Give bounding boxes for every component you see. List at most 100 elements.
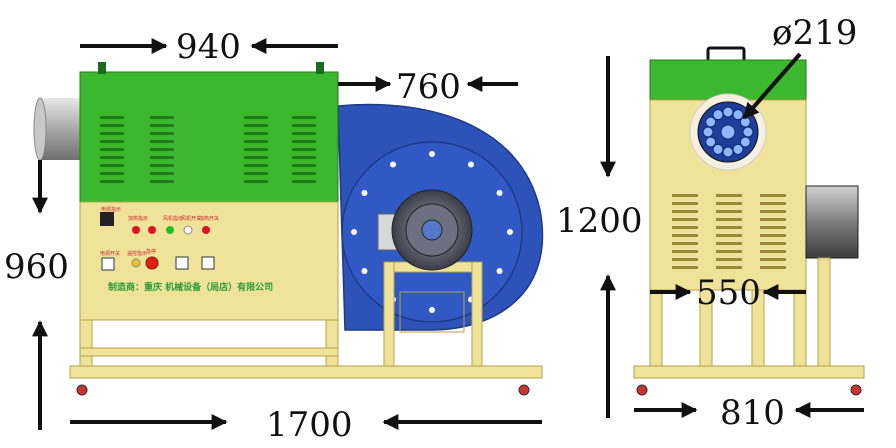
dim-height-front: 960: [4, 247, 69, 287]
vent-slat: [760, 242, 786, 245]
dim-fan-width: 760: [396, 67, 461, 107]
power-switch: [101, 257, 115, 271]
front-casters: [76, 384, 530, 396]
vent-slat: [716, 266, 742, 269]
vent-slat: [760, 258, 786, 261]
fan-motor: [377, 189, 473, 271]
vent-slat: [672, 226, 698, 229]
dim-front-width: 940: [176, 27, 241, 67]
vent-slat: [244, 164, 268, 167]
heater-tube: [712, 109, 724, 121]
vent-slat: [244, 124, 268, 127]
heater-tube: [722, 106, 734, 118]
green-vents: [100, 116, 316, 183]
vent-slat: [292, 164, 316, 167]
vent-slat: [716, 218, 742, 221]
panel-label-4: 风机开关: [181, 215, 201, 222]
vent-slat: [100, 164, 124, 167]
dim-outlet-diameter: ø219: [772, 13, 857, 53]
vent-slat: [760, 226, 786, 229]
vent-slat: [716, 226, 742, 229]
dim-side-height: 1200: [556, 201, 643, 241]
bolt: [390, 161, 396, 168]
vent-slat: [100, 140, 124, 143]
indicator-red-2: [148, 226, 156, 234]
heater-tube: [742, 126, 754, 138]
bolt: [507, 229, 513, 235]
vent-slat: [244, 172, 268, 175]
vent-slat: [244, 132, 268, 135]
dim-total-length: 1700: [266, 405, 353, 445]
vent-slat: [150, 156, 174, 159]
vent-slat: [100, 148, 124, 151]
vent-slat: [150, 180, 174, 183]
vent-slat: [244, 148, 268, 151]
vent-slat: [760, 250, 786, 253]
vent-slat: [100, 116, 124, 119]
vent-slat: [100, 124, 124, 127]
vent-slat: [100, 172, 124, 175]
side-vents: [672, 194, 786, 269]
bolt: [361, 268, 368, 274]
vent-slat: [150, 116, 174, 119]
dim-side-base-width: 810: [720, 393, 785, 433]
bolt: [351, 229, 357, 235]
vent-slat: [100, 156, 124, 159]
indicator-green: [166, 226, 174, 234]
panel-label-8: 急停: [146, 248, 156, 255]
front-view: 电源指示 加热指示 风机指示 风机开关 加热开关 电源开关 温控指示 急停 制造…: [33, 62, 544, 396]
indicator-yellow: [131, 258, 141, 268]
vent-slat: [672, 242, 698, 245]
dim-side-inner-width: 550: [696, 273, 761, 313]
selector-2: [201, 256, 215, 270]
vent-slat: [716, 250, 742, 253]
vent-slat: [716, 258, 742, 261]
vent-slat: [150, 164, 174, 167]
vent-slat: [292, 180, 316, 183]
bolt: [496, 190, 503, 196]
indicator-white: [183, 225, 193, 235]
panel-label-5: 加热开关: [199, 215, 219, 222]
panel-label-2: 加热指示: [128, 215, 148, 222]
dimension-arrows: [32, 38, 864, 430]
outlet-pipe: [40, 98, 82, 160]
heater-tube: [705, 136, 717, 148]
vent-slat: [760, 266, 786, 269]
vent-slat: [716, 234, 742, 237]
heater-tube: [705, 116, 717, 128]
vent-slat: [292, 116, 316, 119]
vent-slat: [292, 156, 316, 159]
heater-tube: [712, 143, 724, 155]
vent-slat: [100, 180, 124, 183]
vent-slat: [292, 124, 316, 127]
side-motor: [805, 185, 859, 259]
vent-slat: [672, 194, 698, 197]
vent-slat: [292, 172, 316, 175]
vent-slat: [760, 202, 786, 205]
vent-slat: [716, 210, 742, 213]
vent-slat: [244, 140, 268, 143]
vent-slat: [672, 202, 698, 205]
vent-slat: [760, 194, 786, 197]
vent-slat: [244, 156, 268, 159]
vent-slat: [672, 218, 698, 221]
heater-tube: [722, 146, 734, 158]
heater-tube: [739, 136, 751, 148]
heater-tube: [732, 143, 744, 155]
vent-slat: [672, 210, 698, 213]
bolt: [496, 268, 503, 274]
heater-tube: [702, 126, 714, 138]
vent-slat: [672, 250, 698, 253]
vent-slat: [760, 210, 786, 213]
control-panel: 电源指示 加热指示 风机指示 风机开关 加热开关 电源开关 温控指示 急停 制造…: [100, 206, 273, 293]
vent-slat: [716, 202, 742, 205]
vent-slat: [672, 266, 698, 269]
vent-slat: [716, 194, 742, 197]
bolt: [429, 151, 435, 157]
vent-slat: [292, 140, 316, 143]
vent-slat: [244, 180, 268, 183]
side-view: [633, 46, 865, 396]
indicator-red-1: [132, 226, 140, 234]
bolt: [361, 190, 368, 196]
